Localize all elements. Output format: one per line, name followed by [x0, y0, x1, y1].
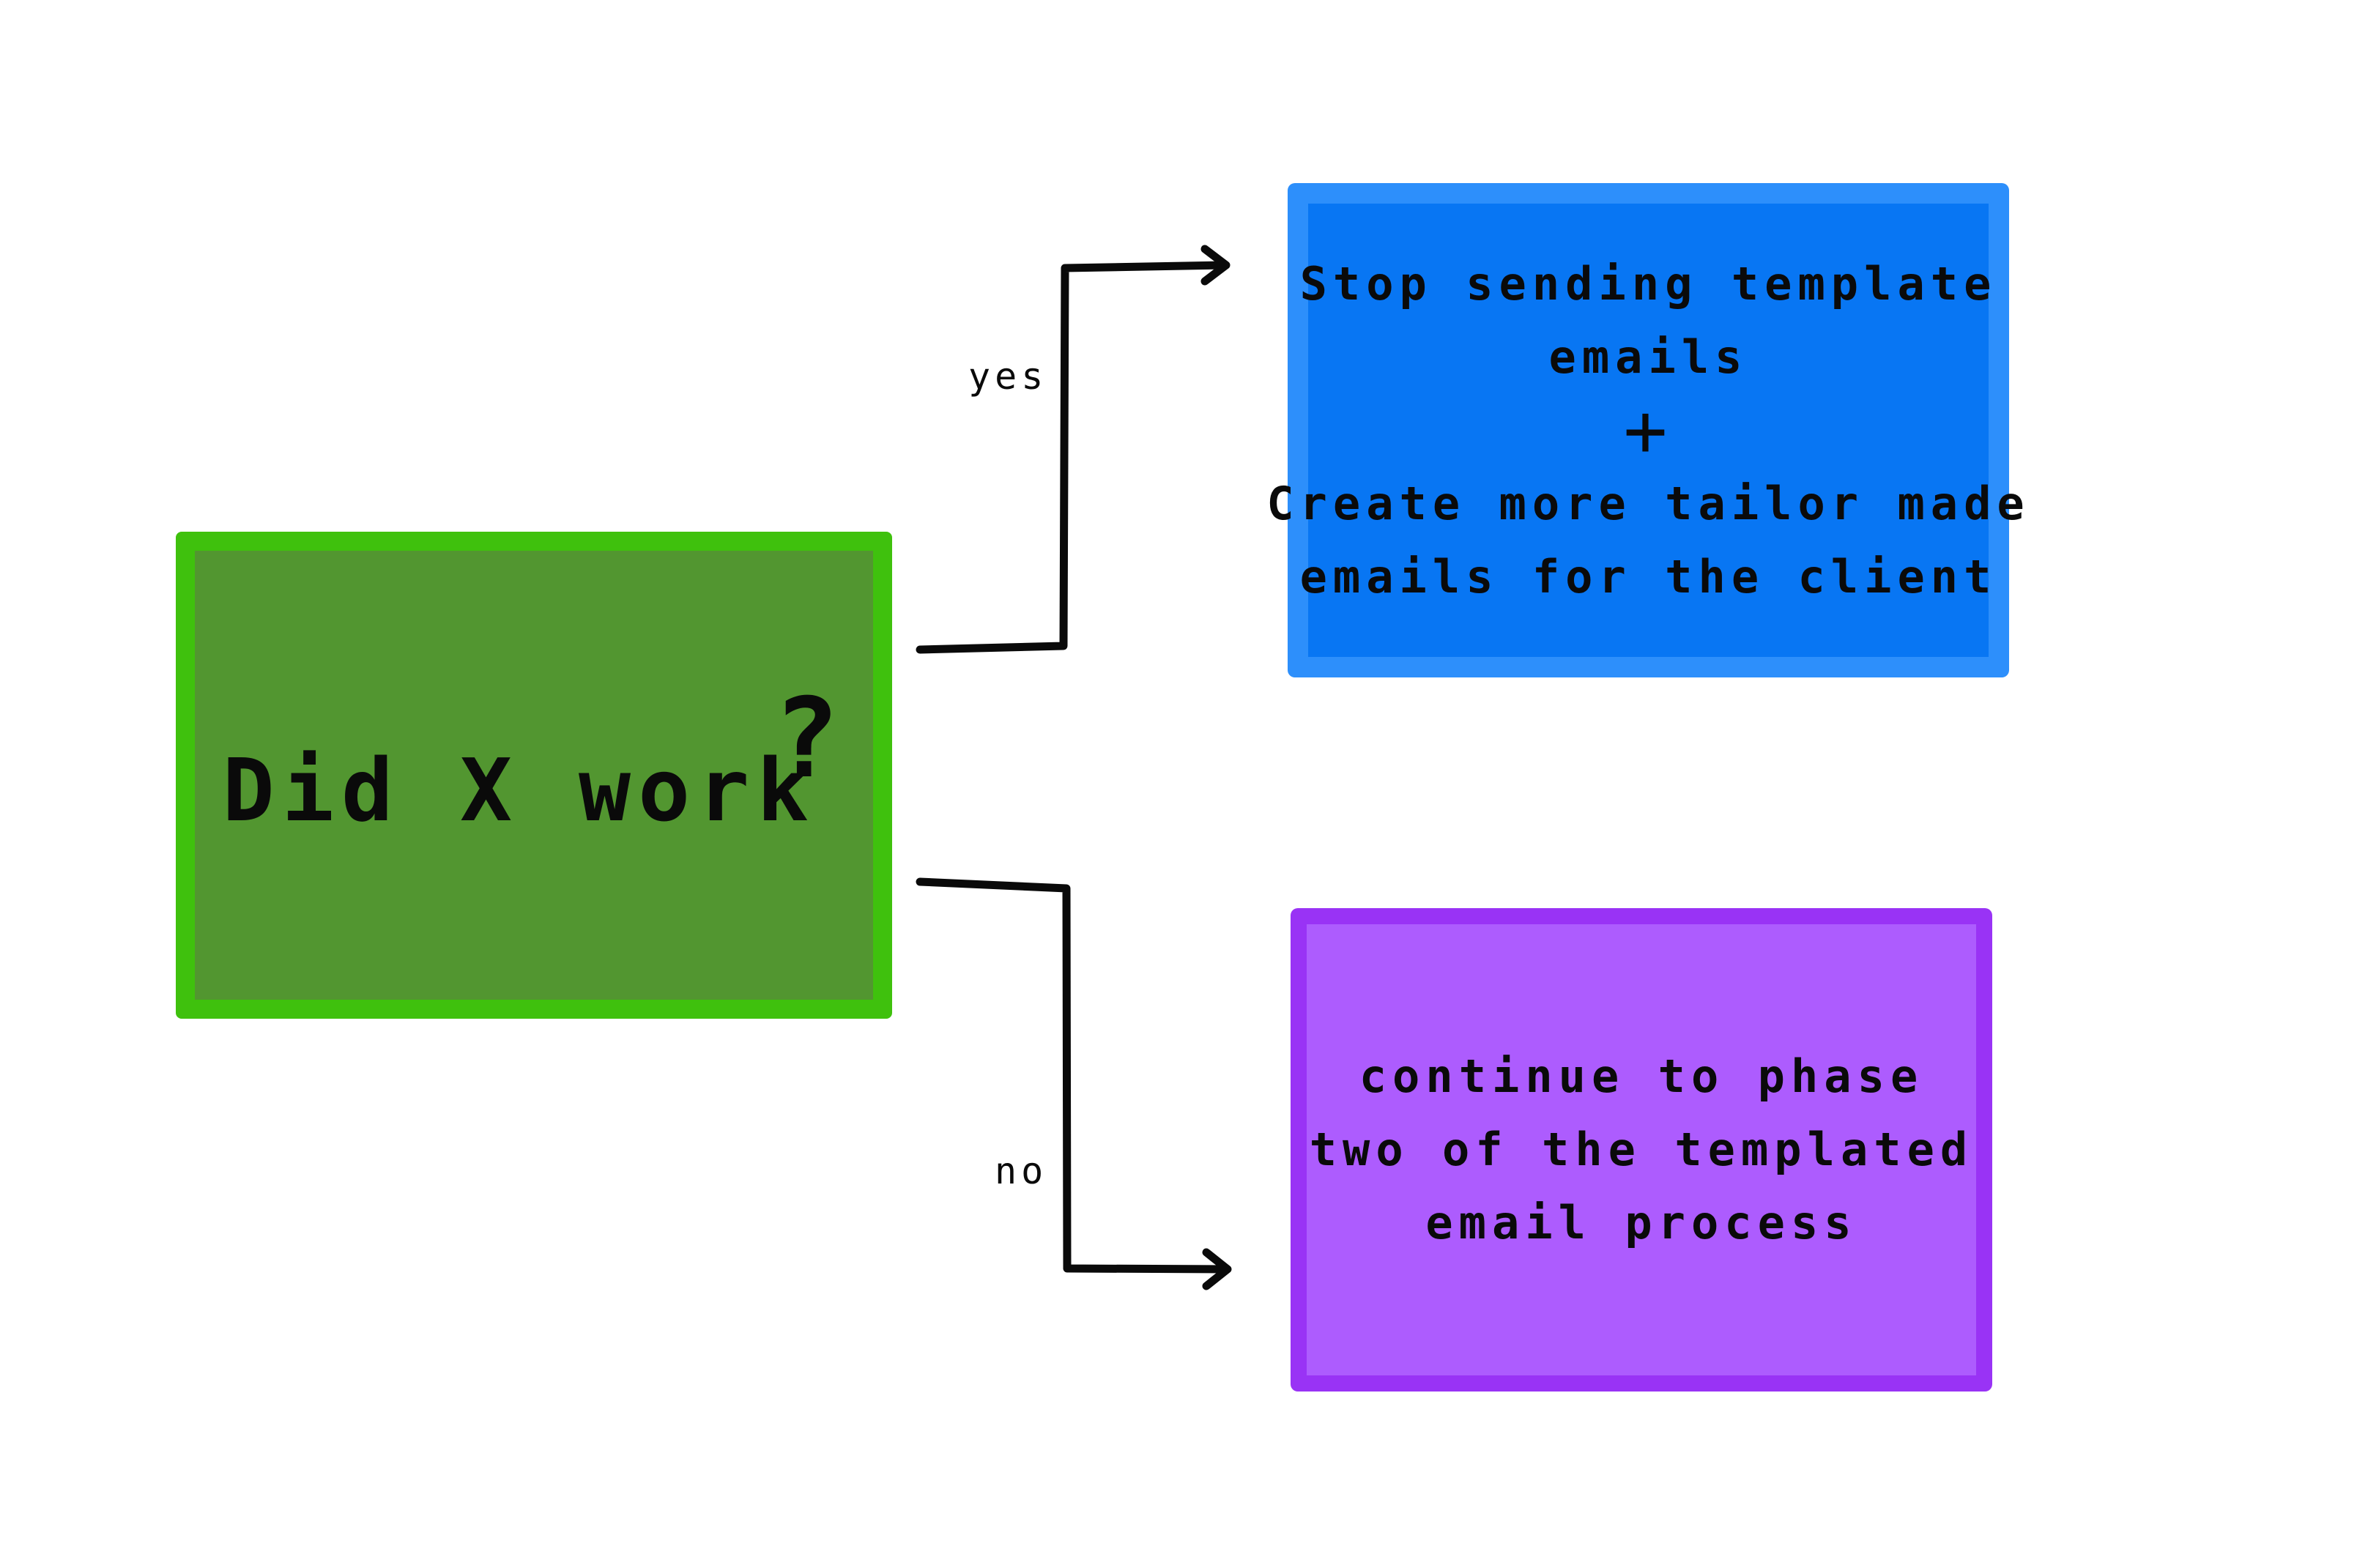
yes-edge-label: yes [968, 355, 1048, 398]
yes-node-line-4: emails for the client [1299, 549, 1997, 603]
plus-sign: + [1623, 387, 1674, 473]
no-outcome-node: continue to phase two of the templated e… [1291, 908, 1992, 1391]
yes-node-line-1: Stop sending template [1299, 256, 1997, 311]
yes-arrowhead [1200, 245, 1231, 286]
yes-connector-line [916, 261, 1229, 654]
no-connector-line [916, 877, 1231, 1274]
yes-node-line-2: emails [1548, 330, 1748, 384]
yes-node-line-3: Create more tailor made [1266, 476, 2030, 530]
no-node-line-2: two of the templated [1309, 1123, 1974, 1176]
question-node: Did X work ? [176, 532, 892, 1019]
no-edge-label: no [995, 1150, 1048, 1192]
question-node-text: Did X work [222, 739, 817, 841]
question-mark-glyph: ? [773, 675, 839, 803]
yes-outcome-node: Stop sending template emails + Create mo… [1266, 183, 2024, 677]
no-node-line-3: email process [1425, 1196, 1857, 1249]
no-arrowhead [1202, 1248, 1232, 1290]
no-node-line-1: continue to phase [1359, 1049, 1924, 1103]
